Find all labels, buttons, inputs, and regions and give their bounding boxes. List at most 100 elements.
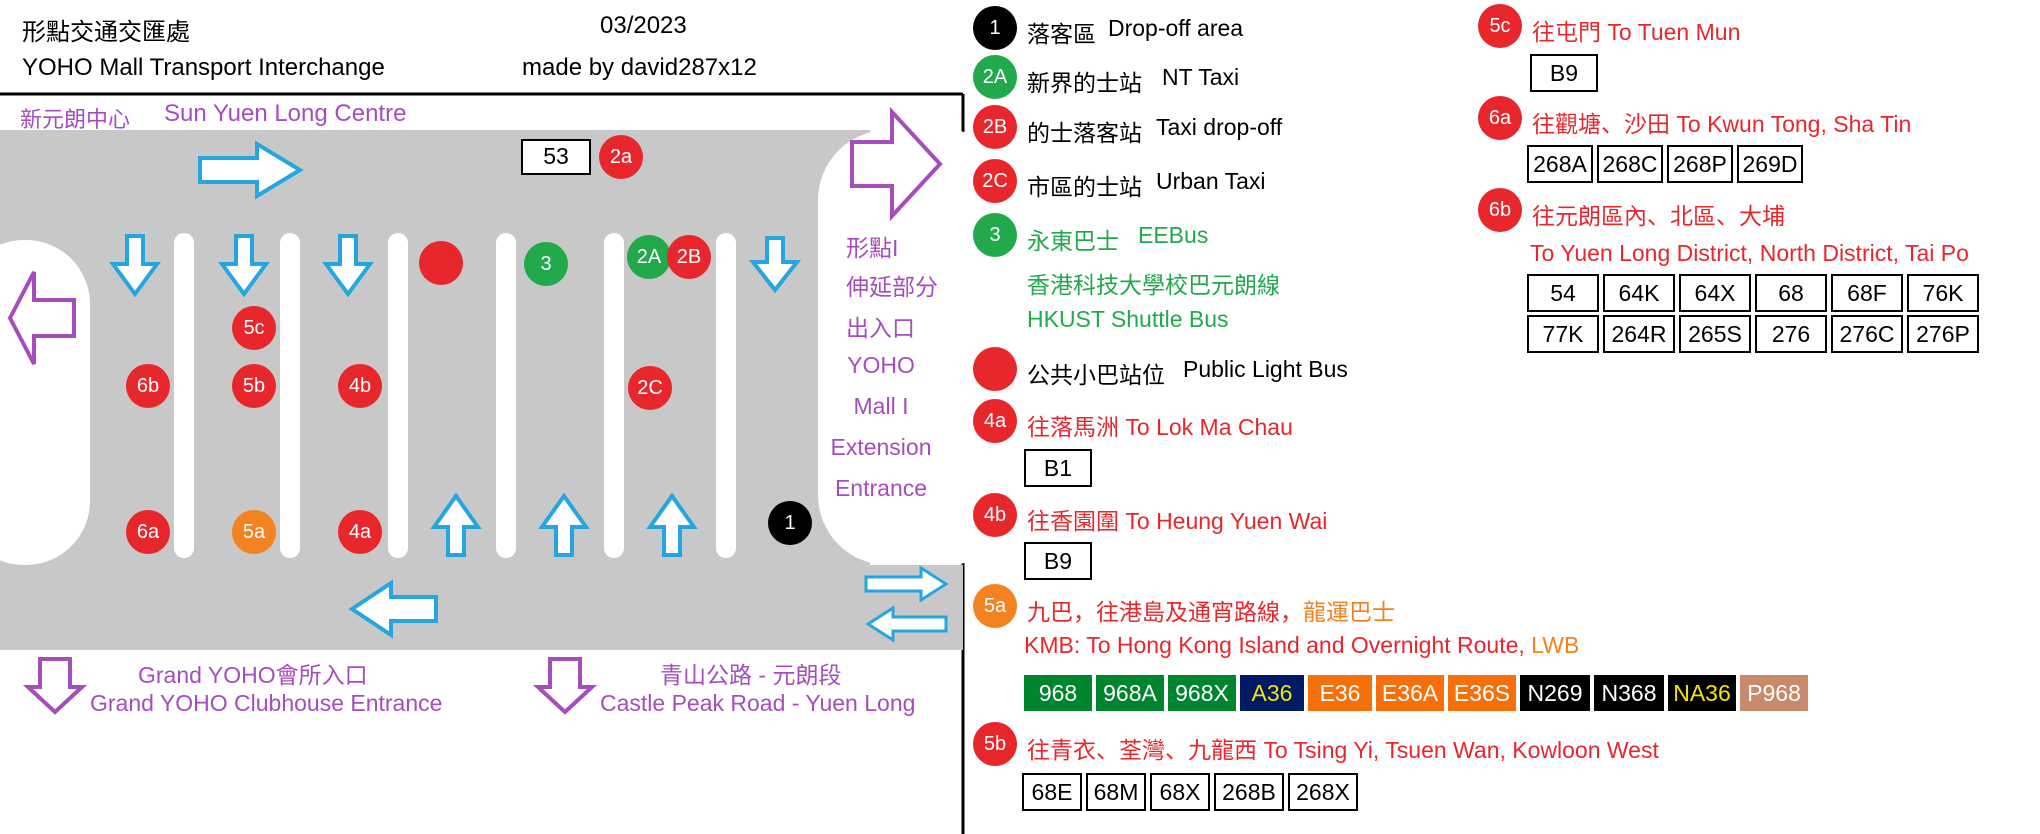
legend-2C-zh: 市區的士站 bbox=[1027, 174, 1142, 200]
clubhouse-label-zh: Grand YOHO會所入口 bbox=[138, 662, 368, 688]
island-6 bbox=[716, 233, 736, 558]
route-276c-box: 276C bbox=[1831, 315, 1903, 353]
legend-2A-en: NT Taxi bbox=[1162, 64, 1240, 90]
route-p968-chip: P968 bbox=[1738, 673, 1810, 713]
island-4 bbox=[496, 233, 516, 558]
legend-4b-badge: 4b bbox=[973, 493, 1017, 537]
legend-3-zh: 永東巴士 bbox=[1027, 228, 1119, 254]
arrow-down-2-icon bbox=[218, 234, 270, 298]
route-68f-box: 68F bbox=[1831, 274, 1903, 312]
legend-3-badge: 3 bbox=[973, 213, 1017, 257]
stop-3-badge: 3 bbox=[524, 242, 568, 286]
route-e36-chip: E36 bbox=[1306, 673, 1374, 713]
arrow-up-2-icon bbox=[538, 492, 590, 557]
legend-minibus-en: Public Light Bus bbox=[1183, 356, 1348, 382]
route-265s-box: 265S bbox=[1679, 315, 1751, 353]
legend-2C-badge: 2C bbox=[973, 159, 1017, 203]
legend-2B-badge: 2B bbox=[973, 105, 1017, 149]
extension-label-en-4: Entrance bbox=[834, 475, 928, 501]
legend-6a-badge: 6a bbox=[1478, 96, 1522, 140]
route-268p-box: 268P bbox=[1667, 145, 1733, 183]
legend-5a-line1-kmb: 九巴，往港島及通宵路線， bbox=[1027, 599, 1303, 625]
route-e36a-chip: E36A bbox=[1374, 673, 1446, 713]
legend-5c-route: B9 bbox=[1530, 54, 1598, 92]
arrow-down-4-icon bbox=[748, 236, 802, 294]
extension-entrance-arrow-icon bbox=[850, 106, 943, 222]
legend-4b-text: 往香園圍 To Heung Yuen Wai bbox=[1027, 508, 1328, 534]
castle-peak-label-en: Castle Peak Road - Yuen Long bbox=[600, 690, 916, 716]
legend-2A-zh: 新界的士站 bbox=[1027, 70, 1142, 96]
arrow-left-exit-icon bbox=[865, 605, 948, 643]
arrow-down-3-icon bbox=[322, 234, 374, 298]
arrow-up-3-icon bbox=[646, 492, 698, 557]
route-68m-box: 68M bbox=[1086, 773, 1146, 811]
syl-label-zh: 新元朗中心 bbox=[20, 107, 131, 132]
route-968-chip: 968 bbox=[1022, 673, 1094, 713]
route-na36-chip: NA36 bbox=[1666, 673, 1738, 713]
legend-6b-line2: To Yuen Long District, North District, T… bbox=[1530, 240, 1969, 266]
legend-2B-en: Taxi drop-off bbox=[1156, 114, 1283, 140]
route-53-box bbox=[521, 139, 591, 175]
legend-1-badge: 1 bbox=[973, 6, 1017, 50]
stop-2C-badge: 2C bbox=[628, 366, 672, 410]
legend-3-line2: 香港科技大學校巴元朗線 bbox=[1027, 272, 1280, 298]
castle-peak-arrow-down-icon bbox=[532, 657, 598, 715]
route-68x-box: 68X bbox=[1150, 773, 1210, 811]
header-credit: made by david287x12 bbox=[522, 54, 757, 81]
stop-2B-badge: 2B bbox=[667, 235, 711, 279]
route-264r-box: 264R bbox=[1603, 315, 1675, 353]
stop-5b-badge: 5b bbox=[232, 364, 276, 408]
route-n269-chip: N269 bbox=[1518, 673, 1592, 713]
route-268a-box: 268A bbox=[1527, 145, 1593, 183]
route-a36-chip: A36 bbox=[1238, 673, 1306, 713]
route-77k-box: 77K bbox=[1527, 315, 1599, 353]
legend-4b-route: B9 bbox=[1024, 542, 1092, 580]
legend-5a-line2-kmb: KMB: To Hong Kong Island and Overnight R… bbox=[1024, 632, 1532, 658]
header-date: 03/2023 bbox=[600, 12, 687, 39]
island-2 bbox=[280, 233, 300, 558]
arrow-right-top-icon bbox=[198, 140, 304, 200]
route-64k-box: 64K bbox=[1603, 274, 1675, 312]
legend-4a-route: B1 bbox=[1024, 449, 1092, 487]
legend-6b-line1: 往元朗區內、北區、大埔 bbox=[1532, 203, 1785, 229]
legend-2C-en: Urban Taxi bbox=[1156, 168, 1266, 194]
stop-2a-badge: 2a bbox=[599, 135, 643, 179]
stop-5a-badge: 5a bbox=[232, 510, 276, 554]
castle-peak-label-zh: 青山公路 - 元朗段 bbox=[660, 662, 842, 688]
stop-4a-badge: 4a bbox=[338, 510, 382, 554]
header-title-en: YOHO Mall Transport Interchange bbox=[22, 54, 385, 81]
legend-6a-text: 往觀塘、沙田 To Kwun Tong, Sha Tin bbox=[1532, 111, 1912, 137]
legend-minibus-dot bbox=[973, 347, 1017, 391]
legend-2A-badge: 2A bbox=[973, 55, 1017, 99]
island-5 bbox=[604, 233, 624, 558]
legend-1-zh: 落客區 bbox=[1027, 21, 1096, 47]
curb-left bbox=[0, 240, 90, 565]
clubhouse-label-en: Grand YOHO Clubhouse Entrance bbox=[90, 690, 443, 716]
legend-6b-badge: 6b bbox=[1478, 188, 1522, 232]
stop-6b-badge: 6b bbox=[126, 364, 170, 408]
stop-6a-badge: 6a bbox=[126, 510, 170, 554]
curb-right bbox=[818, 130, 1018, 565]
arrow-left-bottom-icon bbox=[348, 579, 438, 639]
legend-1-en: Drop-off area bbox=[1108, 15, 1244, 41]
legend-3-en: EEBus bbox=[1138, 222, 1209, 248]
route-76k-box: 76K bbox=[1907, 274, 1979, 312]
legend-3-line3: HKUST Shuttle Bus bbox=[1027, 306, 1229, 332]
legend-5c-text: 往屯門 To Tuen Mun bbox=[1532, 19, 1741, 45]
legend-5a-badge: 5a bbox=[973, 584, 1017, 628]
arrow-down-1-icon bbox=[109, 234, 161, 298]
route-269d-box: 269D bbox=[1737, 145, 1803, 183]
extension-label-zh-3: 出入口 bbox=[846, 315, 915, 341]
extension-label-en-3: Extension bbox=[830, 434, 932, 460]
route-53-label: 53 bbox=[543, 143, 569, 169]
arrow-right-exit-icon bbox=[864, 565, 949, 603]
route-268c-box: 268C bbox=[1597, 145, 1663, 183]
legend-minibus-zh: 公共小巴站位 bbox=[1027, 362, 1165, 388]
clubhouse-arrow-down-icon bbox=[22, 657, 88, 715]
legend-4a-badge: 4a bbox=[973, 399, 1017, 443]
legend-4a-text: 往落馬洲 To Lok Ma Chau bbox=[1027, 414, 1293, 440]
route-968x-chip: 968X bbox=[1166, 673, 1238, 713]
